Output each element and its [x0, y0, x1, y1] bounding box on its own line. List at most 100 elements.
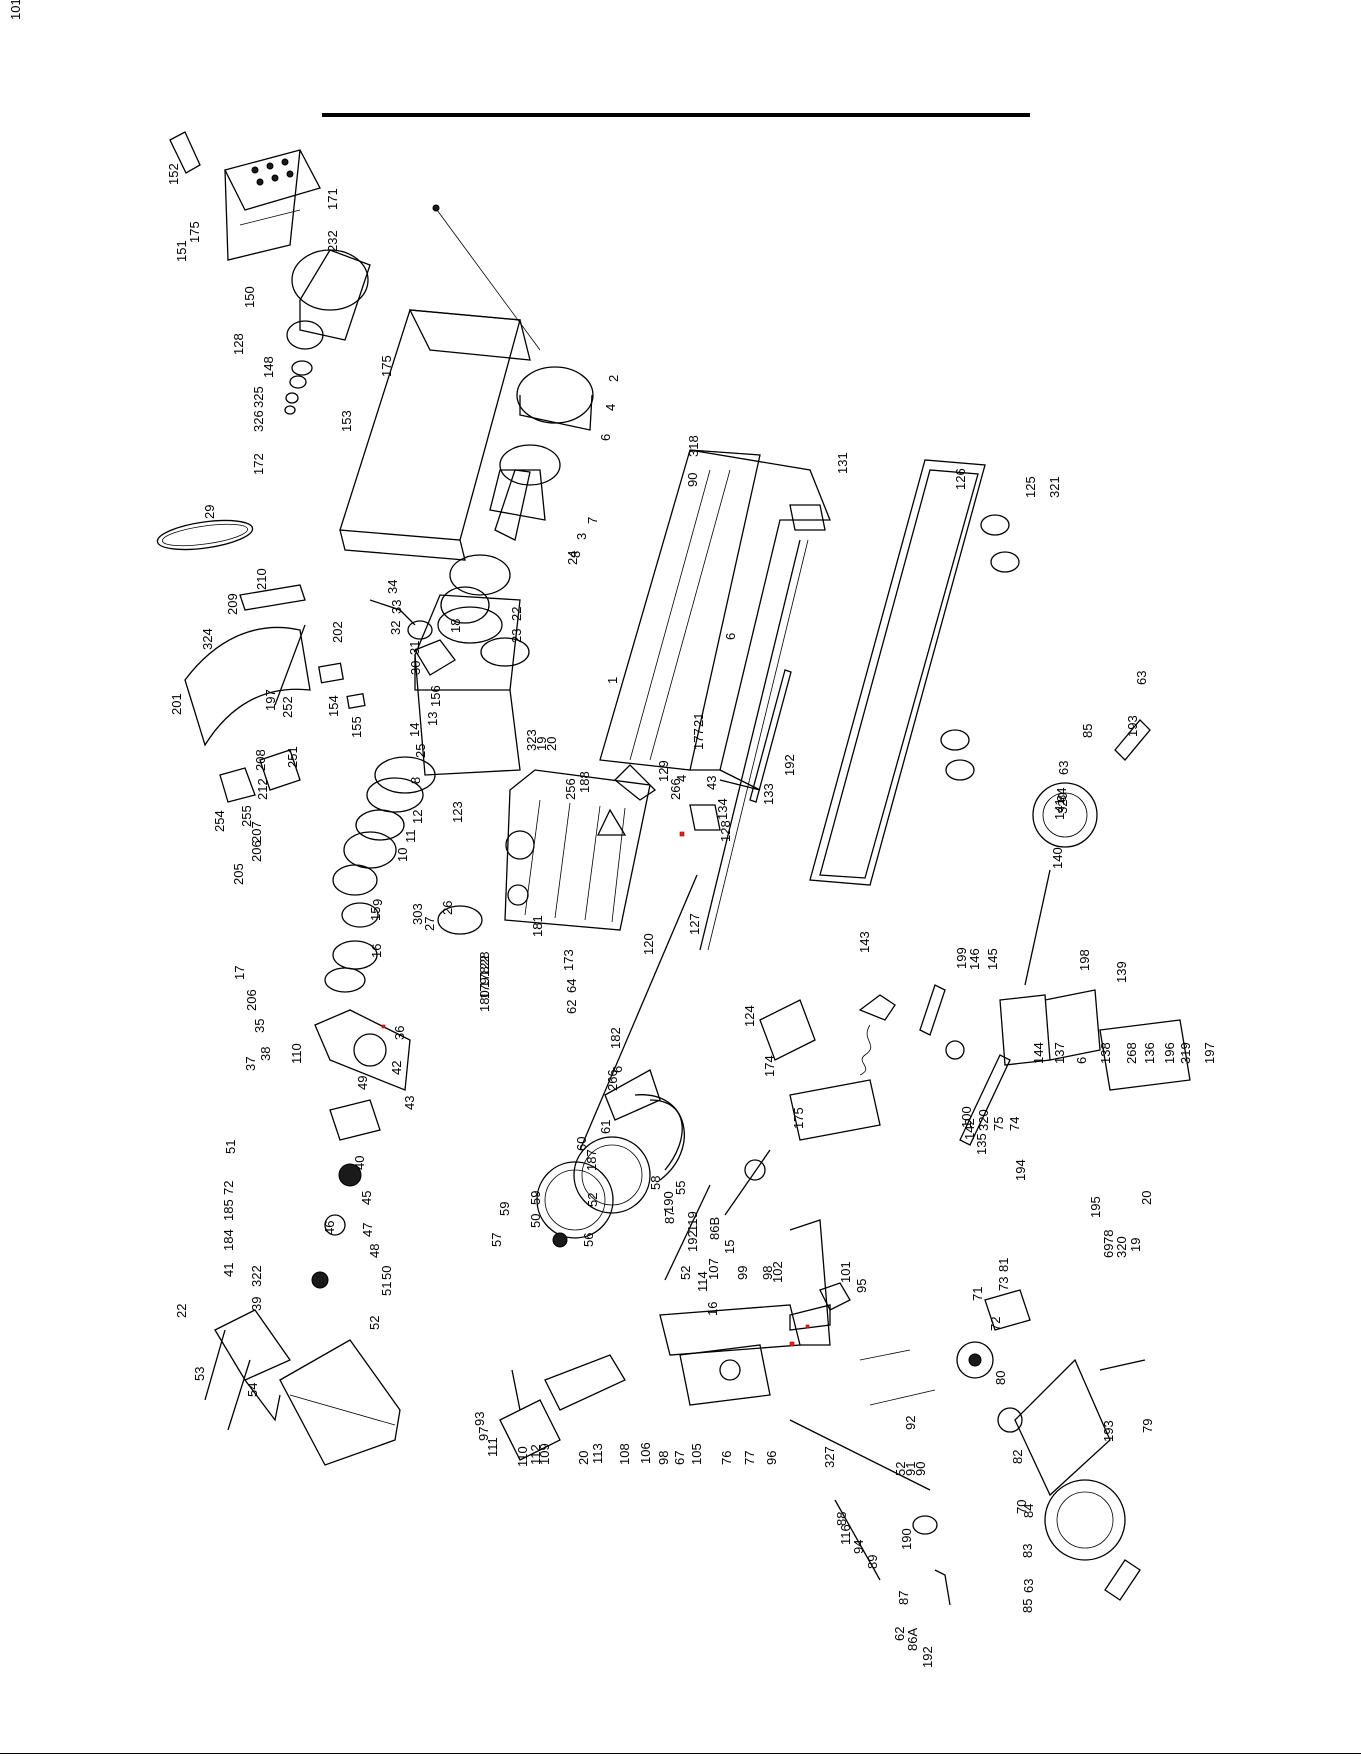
part-number-label: 197 — [263, 689, 278, 711]
part-number-label: 37 — [243, 1057, 258, 1071]
part-number-label: 252 — [280, 696, 295, 718]
part-number-label: 97 — [476, 1427, 491, 1441]
part-number-label: 47 — [360, 1223, 375, 1237]
part-number-label: 85 — [1020, 1599, 1035, 1613]
part-number-label: 101 — [838, 1261, 853, 1283]
part-number-label: 155 — [349, 716, 364, 738]
part-number-label: 22 — [174, 1304, 189, 1318]
part-number-label: 100 — [959, 1106, 974, 1128]
part-number-label: 199 — [954, 947, 969, 969]
gearbox-drawing — [504, 764, 657, 931]
part-number-label: 23 — [509, 629, 524, 643]
part-number-label: 127 — [687, 913, 702, 935]
part-number-label: 34 — [385, 580, 400, 594]
part-number-label: 35 — [252, 1019, 267, 1033]
part-number-label: 8 — [408, 777, 423, 784]
part-number-label: 96 — [764, 1451, 779, 1465]
part-number-label: 82 — [1010, 1450, 1025, 1464]
part-number-label: 89 — [865, 1555, 880, 1569]
part-number-label: 268 — [1124, 1042, 1139, 1064]
part-number-label: 52 — [678, 1266, 693, 1280]
part-number-label: 148 — [261, 356, 276, 378]
part-number-label: 72 — [221, 1181, 236, 1195]
part-number-label: 50 — [379, 1266, 394, 1280]
part-number-label: 324 — [200, 628, 215, 650]
part-number-label: 325 — [251, 386, 266, 408]
part-number-label: 52 — [585, 1193, 600, 1207]
part-number-label: 40 — [352, 1156, 367, 1170]
part-number-label: 62 — [892, 1627, 907, 1641]
part-number-label: 81 — [996, 1258, 1011, 1272]
part-number-label: 323 — [524, 729, 539, 751]
part-number-label: 102 — [770, 1261, 785, 1283]
part-number-label: 143 — [857, 931, 872, 953]
part-number-label: 137 — [1052, 1042, 1067, 1064]
part-number-label: 185 — [221, 1199, 236, 1221]
misc-parts-drawing — [184, 584, 1146, 1601]
part-number-label: 20 — [576, 1451, 591, 1465]
part-number-label: 19 — [534, 737, 549, 751]
part-number-label: 202 — [330, 621, 345, 643]
part-number-label: 138 — [1098, 1042, 1113, 1064]
part-number-label: 124 — [742, 1005, 757, 1027]
carriage-drawing — [499, 1149, 951, 1606]
part-number-label: 76 — [719, 1451, 734, 1465]
part-number-label: 111 — [485, 1437, 500, 1457]
callout-layer: 1521751511712321501281483253261721751532… — [8, 0, 1217, 1668]
part-number-label: 75 — [991, 1117, 1006, 1131]
part-number-label: 320 — [1055, 792, 1070, 814]
part-number-label: 6 — [598, 434, 613, 441]
part-number-label: 90 — [685, 473, 700, 487]
part-number-label: 320 — [976, 1109, 991, 1131]
part-number-label: 6 — [1074, 1057, 1089, 1064]
part-number-label: 78 — [1101, 1230, 1116, 1244]
part-number-label: 17 — [232, 966, 247, 980]
part-number-label: 20 — [1139, 1191, 1154, 1205]
part-number-label: 212 — [255, 778, 270, 800]
part-number-label: 64 — [564, 979, 579, 993]
part-number-label: 16 — [705, 1302, 720, 1316]
part-number-label: 93 — [472, 1412, 487, 1426]
part-number-label: 153 — [339, 410, 354, 432]
part-number-label: 177 — [691, 728, 706, 750]
part-number-label: 84 — [1021, 1504, 1036, 1518]
part-number-label: 27 — [422, 917, 437, 931]
part-number-label: 38 — [258, 1047, 273, 1061]
belt-cover-drawing — [156, 204, 541, 561]
part-number-label: 7 — [585, 517, 600, 524]
part-number-label: 140 — [1050, 847, 1065, 869]
part-number-label: 59 — [528, 1191, 543, 1205]
part-number-label: 67 — [672, 1451, 687, 1465]
part-number-label: 131 — [835, 452, 850, 474]
part-number-label: 6 — [723, 633, 738, 640]
part-number-label: 48 — [367, 1244, 382, 1258]
part-number-label: 205 — [231, 863, 246, 885]
part-number-label: 188 — [577, 771, 592, 793]
part-number-label: 94 — [851, 1540, 866, 1554]
part-number-label: 60 — [574, 1137, 589, 1151]
part-number-label: 4 — [603, 404, 618, 411]
part-number-label: 105 — [689, 1443, 704, 1465]
part-number-label: 254 — [212, 810, 227, 832]
part-number-label: 193 — [1101, 1420, 1116, 1442]
part-number-label: 326 — [251, 410, 266, 432]
part-number-label: 134 — [715, 798, 730, 820]
part-number-label: 90 — [913, 1462, 928, 1476]
part-number-label: 87 — [662, 1210, 677, 1224]
part-number-label: 9 — [370, 899, 385, 906]
part-number-label: 179 — [477, 977, 492, 999]
part-number-label: 172 — [251, 453, 266, 475]
part-number-label: 319 — [1178, 1042, 1193, 1064]
part-number-label: 95 — [854, 1279, 869, 1293]
part-number-label: 201 — [169, 693, 184, 715]
part-number-label: 26 — [440, 901, 455, 915]
part-number-label: 63 — [1134, 671, 1149, 685]
headstock-spindle-drawing — [324, 366, 594, 993]
part-number-label: 156 — [428, 685, 443, 707]
part-number-label: 110 — [515, 1446, 530, 1467]
change-gears-drawing — [536, 874, 698, 1248]
part-number-label: 318 — [686, 435, 701, 457]
part-number-label: 80 — [993, 1371, 1008, 1385]
